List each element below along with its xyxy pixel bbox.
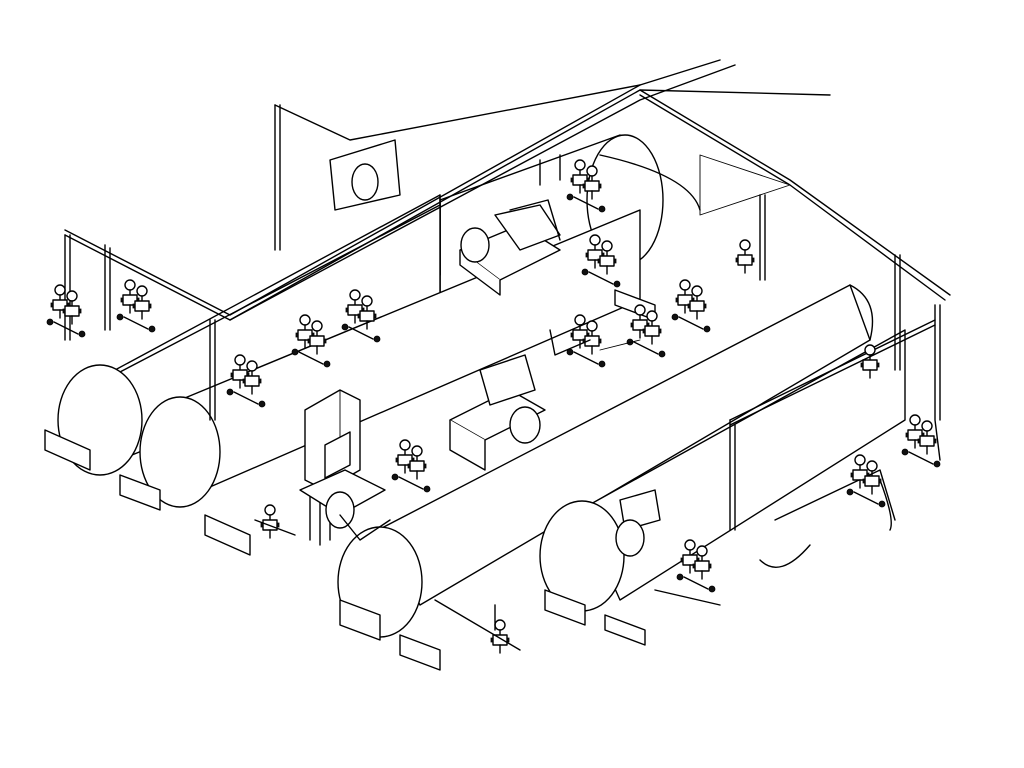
pump-motor-unit-middle [449, 354, 546, 471]
pump-motor-unit-upper [459, 199, 561, 296]
pipe-rack-right [729, 194, 941, 568]
saddle-supports [44, 289, 656, 671]
drain-lines [254, 329, 721, 651]
vessel-front-right [539, 329, 906, 612]
control-panel [304, 389, 361, 546]
pump-motor-unit-lower [299, 469, 391, 541]
pipe-rack-upper [64, 59, 951, 421]
